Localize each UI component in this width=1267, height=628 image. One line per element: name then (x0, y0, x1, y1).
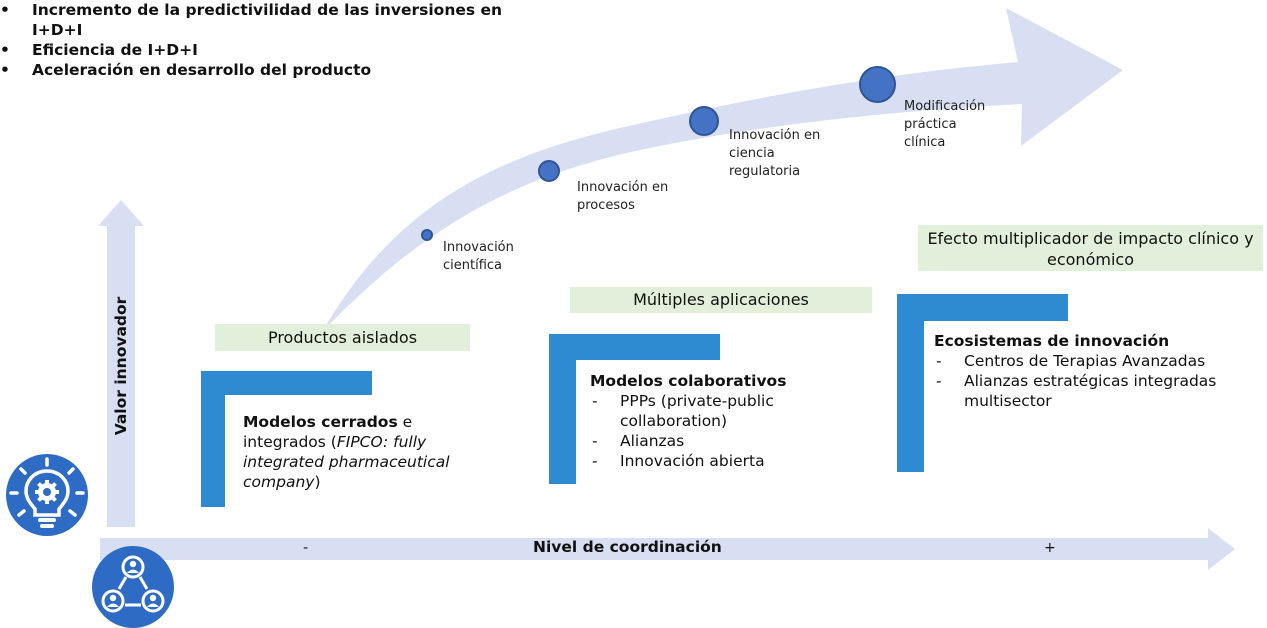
model-ecosistemas-text: Ecosistemas de innovación Centros de Ter… (934, 331, 1224, 411)
model-cerrados-text1: e integrados ( (243, 413, 413, 451)
list-item: Alianzas estratégicas integradas multise… (934, 371, 1224, 411)
model-ecosistemas-list: Centros de Terapias Avanzadas Alianzas e… (934, 351, 1224, 411)
model-cerrados-text2: ) (314, 473, 321, 491)
stage-dot-practica (859, 66, 896, 103)
productos-aislados-box: Productos aislados (215, 324, 470, 351)
list-item: PPPs (private-public collaboration) (590, 391, 860, 431)
model-cerrados-bar-side (201, 371, 225, 507)
list-item: Centros de Terapias Avanzadas (934, 351, 1224, 371)
benefit-item: Aceleración en desarrollo del producto (0, 60, 1267, 80)
model-ecosistemas-bar-top (897, 294, 1068, 321)
stage-label-regulatoria: Innovación en ciencia regulatoria (729, 128, 821, 179)
model-cerrados-text: Modelos cerrados e integrados (FIPCO: fu… (243, 412, 493, 492)
list-item: Alianzas (590, 431, 860, 451)
model-colaborativos-title: Modelos colaborativos (590, 372, 787, 390)
model-colaborativos-list: PPPs (private-public collaboration) Alia… (590, 391, 860, 471)
model-cerrados-italic: FIPCO: fully integrated pharmaceutical c… (243, 433, 450, 491)
multiples-aplicaciones-box: Múltiples aplicaciones (570, 287, 872, 313)
lightbulb-gear-icon (6, 454, 88, 536)
benefit-item: Incremento de la predictivilidad de las … (0, 0, 552, 40)
stage-dot-cientifica (421, 229, 433, 241)
benefits-list: Incremento de la predictivilidad de las … (0, 0, 1267, 80)
people-network-icon (92, 546, 174, 628)
model-cerrados-title: Modelos cerrados (243, 413, 398, 431)
list-item: Innovación abierta (590, 451, 860, 471)
axis-plus-label: + (1044, 540, 1056, 556)
model-colaborativos-text: Modelos colaborativos PPPs (private-publ… (590, 371, 860, 471)
axis-minus-label: - (303, 540, 309, 556)
stage-dot-procesos (538, 160, 560, 182)
model-cerrados-bar-top (201, 371, 372, 395)
horizontal-axis-label: Nivel de coordinación (533, 538, 722, 556)
stage-dot-regulatoria (689, 106, 719, 136)
stage-label-practica: Modificación práctica clínica (904, 99, 986, 150)
model-colaborativos-bar-side (549, 334, 576, 484)
stage-label-procesos: Innovación en procesos (577, 180, 669, 213)
vertical-axis-label: Valor innovador (112, 296, 130, 436)
benefit-item: Eficiencia de I+D+I (0, 40, 1267, 60)
model-ecosistemas-title: Ecosistemas de innovación (934, 332, 1170, 350)
model-colaborativos-bar-top (549, 334, 720, 360)
stage-label-cientifica: Innovación científica (443, 240, 514, 273)
efecto-multiplicador-box: Efecto multiplicador de impacto clínico … (918, 225, 1263, 271)
model-ecosistemas-bar-side (897, 294, 924, 472)
